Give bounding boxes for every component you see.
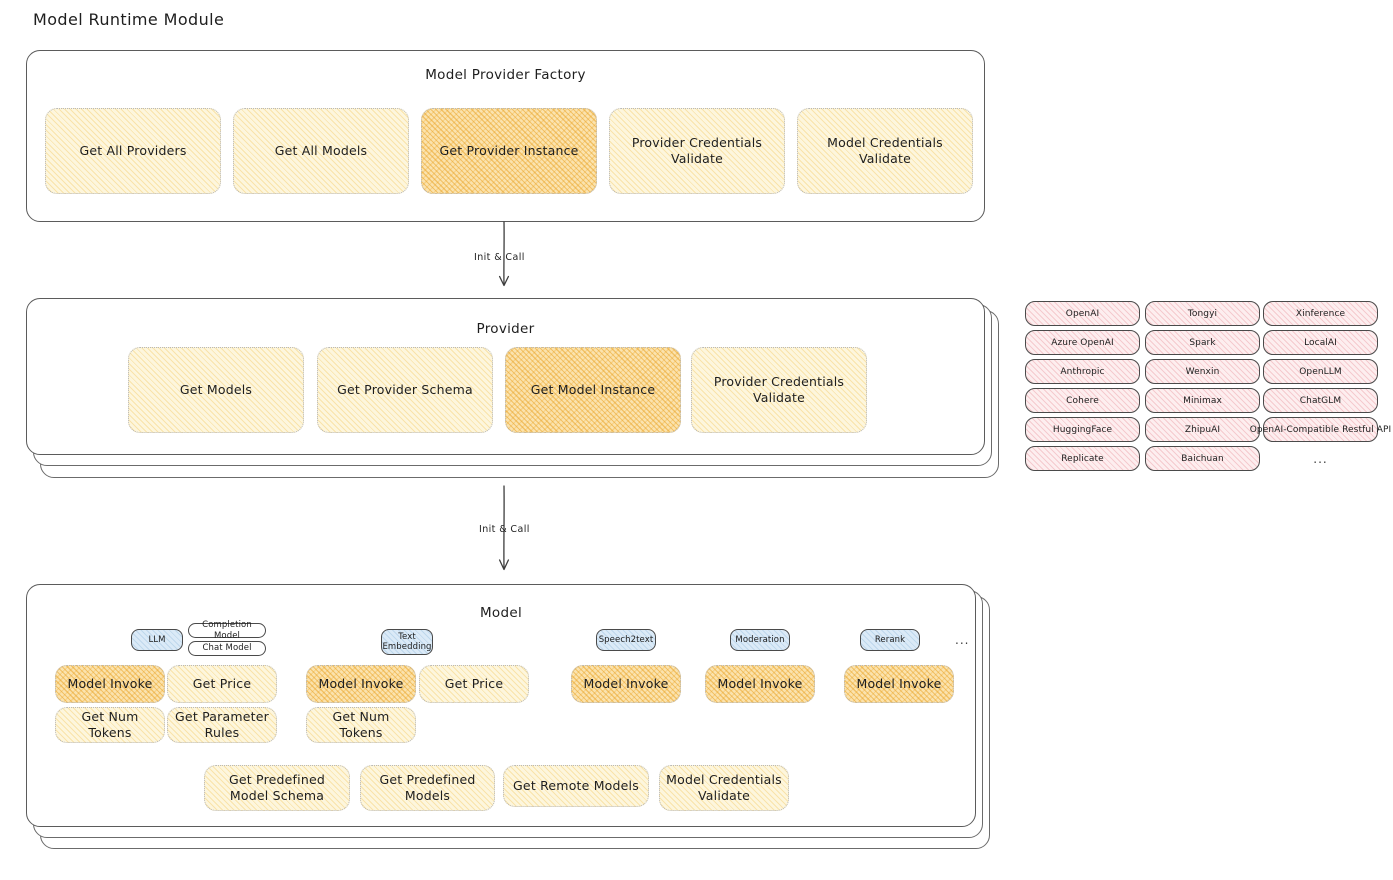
- provider-method-get-model-instance[interactable]: Get Model Instance: [505, 347, 681, 433]
- text-embedding-method-get-price[interactable]: Get Price: [419, 665, 529, 703]
- provider-chip-xinference[interactable]: Xinference: [1263, 301, 1378, 326]
- model-shared-method-get-predefined-model-schema[interactable]: Get Predefined Model Schema: [204, 765, 350, 811]
- connector-2-label: Init & Call: [479, 524, 530, 535]
- model-subtype-completion-model[interactable]: Completion Model: [188, 620, 266, 641]
- provider-chip-openllm[interactable]: OpenLLM: [1263, 359, 1378, 384]
- model-type-text-embedding[interactable]: Text Embedding: [381, 629, 433, 655]
- factory-method-model-credentials-validate[interactable]: Model Credentials Validate: [797, 108, 973, 194]
- provider-chip-zhipuai[interactable]: ZhipuAI: [1145, 417, 1260, 442]
- provider-chip-minimax[interactable]: Minimax: [1145, 388, 1260, 413]
- provider-method-provider-credentials-validate[interactable]: Provider Credentials Validate: [691, 347, 867, 433]
- factory-method-provider-credentials-validate[interactable]: Provider Credentials Validate: [609, 108, 785, 194]
- text-embedding-method-get-num-tokens[interactable]: Get Num Tokens: [306, 707, 416, 743]
- model-type-llm[interactable]: LLM: [131, 629, 183, 651]
- provider-chip-openai[interactable]: OpenAI: [1025, 301, 1140, 326]
- model-shared-method-get-remote-models[interactable]: Get Remote Models: [503, 765, 649, 807]
- provider-chip-wenxin[interactable]: Wenxin: [1145, 359, 1260, 384]
- provider-chip-azure-openai[interactable]: Azure OpenAI: [1025, 330, 1140, 355]
- moderation-method-model-invoke[interactable]: Model Invoke: [705, 665, 815, 703]
- connector-factory-to-provider: [490, 221, 520, 298]
- provider-chip-huggingface[interactable]: HuggingFace: [1025, 417, 1140, 442]
- model-subtype-chat-model[interactable]: Chat Model: [188, 641, 266, 656]
- llm-method-get-parameter-rules[interactable]: Get Parameter Rules: [167, 707, 277, 743]
- provider-list-ellipsis: ...: [1313, 452, 1328, 466]
- connector-provider-to-model: [490, 485, 520, 582]
- model-shared-method-get-predefined-models[interactable]: Get Predefined Models: [360, 765, 495, 811]
- llm-method-model-invoke[interactable]: Model Invoke: [55, 665, 165, 703]
- factory-method-get-all-models[interactable]: Get All Models: [233, 108, 409, 194]
- provider-chip-localai[interactable]: LocalAI: [1263, 330, 1378, 355]
- model-shared-method-model-credentials-validate[interactable]: Model Credentials Validate: [659, 765, 789, 811]
- provider-chip-spark[interactable]: Spark: [1145, 330, 1260, 355]
- provider-chip-openai-compatible-restful-api[interactable]: OpenAI-Compatible Restful API: [1250, 417, 1391, 442]
- text-embedding-method-model-invoke[interactable]: Model Invoke: [306, 665, 416, 703]
- llm-method-get-price[interactable]: Get Price: [167, 665, 277, 703]
- model-types-ellipsis: ...: [955, 633, 970, 647]
- llm-method-get-num-tokens[interactable]: Get Num Tokens: [55, 707, 165, 743]
- provider-chip-baichuan[interactable]: Baichuan: [1145, 446, 1260, 471]
- rerank-method-model-invoke[interactable]: Model Invoke: [844, 665, 954, 703]
- model-type-speech2text[interactable]: Speech2text: [596, 629, 656, 651]
- model-provider-factory-title: Model Provider Factory: [425, 67, 586, 83]
- provider-chip-tongyi[interactable]: Tongyi: [1145, 301, 1260, 326]
- model-type-moderation[interactable]: Moderation: [730, 629, 790, 651]
- page-title: Model Runtime Module: [33, 10, 225, 29]
- provider-title: Provider: [476, 321, 535, 337]
- connector-1-label: Init & Call: [474, 252, 525, 263]
- model-title: Model: [479, 605, 523, 621]
- model-panel: Model LLM Completion Model Chat Model Mo…: [26, 584, 976, 827]
- factory-method-get-provider-instance[interactable]: Get Provider Instance: [421, 108, 597, 194]
- provider-chip-chatglm[interactable]: ChatGLM: [1263, 388, 1378, 413]
- speech2text-method-model-invoke[interactable]: Model Invoke: [571, 665, 681, 703]
- model-type-rerank[interactable]: Rerank: [860, 629, 920, 651]
- factory-method-get-all-providers[interactable]: Get All Providers: [45, 108, 221, 194]
- provider-method-get-models[interactable]: Get Models: [128, 347, 304, 433]
- provider-method-get-provider-schema[interactable]: Get Provider Schema: [317, 347, 493, 433]
- provider-panel: Provider Get Models Get Provider Schema …: [26, 298, 985, 455]
- provider-chip-anthropic[interactable]: Anthropic: [1025, 359, 1140, 384]
- provider-chip-replicate[interactable]: Replicate: [1025, 446, 1140, 471]
- provider-chip-cohere[interactable]: Cohere: [1025, 388, 1140, 413]
- model-provider-factory-panel: Model Provider Factory Get All Providers…: [26, 50, 985, 222]
